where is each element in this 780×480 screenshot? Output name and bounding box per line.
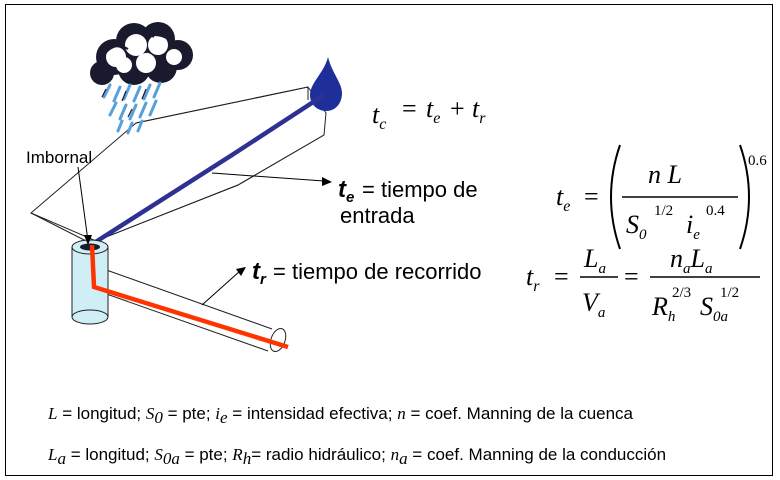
formula-tr: tr = La Va = naLa Rh 2/3 S0a 1/2 — [526, 244, 760, 325]
svg-text:+: + — [450, 94, 465, 123]
te-description-line2: entrada — [340, 203, 415, 228]
svg-text:Rh: Rh — [651, 292, 675, 325]
svg-text:S0: S0 — [626, 210, 647, 243]
legend-line-1: L = longitud; S0 = pte; ie = intensidad … — [47, 404, 634, 427]
svg-text:naLa: naLa — [670, 244, 712, 277]
tr-symbol: tr — [252, 258, 267, 288]
svg-text:1/2: 1/2 — [654, 203, 673, 219]
te-symbol: te — [338, 176, 354, 206]
tr-arrow-line — [201, 270, 241, 306]
te-arrow-line — [211, 172, 325, 182]
svg-text:=: = — [624, 262, 639, 291]
inlet-icon — [71, 239, 109, 325]
svg-text:=: = — [402, 94, 417, 123]
imbornal-label: Imbornal — [26, 148, 92, 167]
formula-te: te = n L S0 1/2 ie 0.4 0.6 — [556, 144, 767, 250]
slide: Imbornal te = tiempo de entrada tr = tie… — [5, 4, 773, 476]
imbornal-leader — [77, 166, 89, 242]
formula-tc: tc = te + tr — [372, 94, 486, 133]
svg-text:te: te — [426, 94, 440, 127]
svg-text:n L: n L — [648, 160, 682, 189]
svg-text:tr: tr — [526, 262, 540, 295]
svg-text:2/3: 2/3 — [672, 285, 691, 301]
tr-description: = tiempo de recorrido — [273, 259, 482, 284]
svg-text:=: = — [584, 182, 599, 211]
entry-flow-path — [92, 93, 326, 245]
svg-text:=: = — [554, 262, 569, 291]
tr-arrowhead — [236, 267, 246, 276]
rain-icon — [102, 81, 162, 135]
diagram-canvas: Imbornal te = tiempo de entrada tr = tie… — [26, 22, 767, 468]
te-arrowhead — [322, 177, 332, 186]
svg-text:tr: tr — [472, 94, 486, 127]
te-description-line1: = tiempo de — [362, 177, 478, 202]
catchment-outline — [30, 86, 327, 246]
storm-cloud-icon — [90, 22, 193, 135]
svg-text:0.4: 0.4 — [706, 203, 725, 219]
svg-text:Va: Va — [582, 288, 605, 321]
legend-line-2: La = longitud; S0a = pte; Rh= radio hidr… — [47, 445, 666, 468]
imbornal-arrowhead — [84, 235, 92, 245]
svg-text:ie: ie — [686, 210, 700, 243]
svg-text:1/2: 1/2 — [720, 285, 739, 301]
svg-text:tc: tc — [372, 100, 386, 133]
svg-text:La: La — [583, 244, 606, 277]
svg-text:S0a: S0a — [700, 292, 728, 325]
svg-text:te: te — [556, 182, 570, 215]
conduit-flow-path — [89, 244, 289, 350]
svg-text:0.6: 0.6 — [748, 153, 767, 169]
